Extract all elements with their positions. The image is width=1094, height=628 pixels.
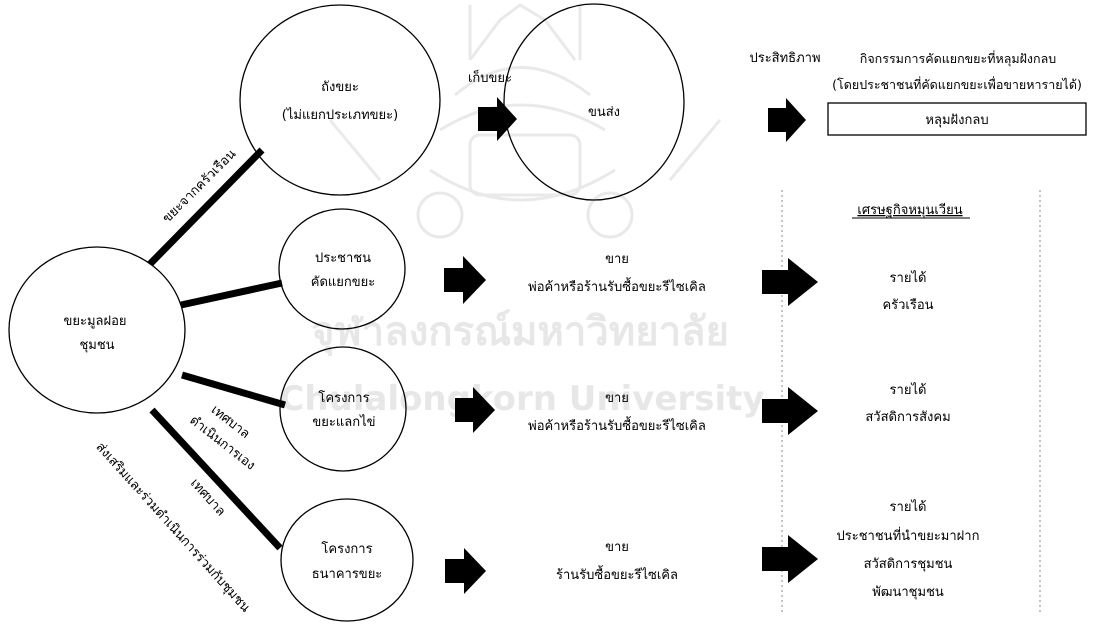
efficiency-label: ประสิทธิภาพ	[749, 51, 820, 66]
landfill-box	[827, 102, 1087, 136]
circular-economy-heading: เศรษฐกิจหมุนเวียน	[857, 202, 962, 218]
income-row1-line1: รายได้	[890, 270, 927, 286]
bank-project-label-line1: โครงการ	[321, 541, 372, 557]
landfill-box-label: หลุมฝังกลบ	[925, 113, 988, 128]
landfill-note-line2: (โดยประชาชนที่คัดแยกขยะเพื่อขายหารายได้)	[832, 76, 1082, 92]
egg-project-label-line2: ขยะแลกไข่	[312, 414, 375, 430]
people-sorting-node	[278, 208, 406, 330]
egg-project-label-line1: โครงการ	[318, 390, 369, 406]
arrow-egg-to-sale-icon	[455, 387, 495, 433]
connector-source-to-bin	[147, 147, 265, 267]
arrow-transport-to-landfill-icon	[768, 98, 806, 142]
sale-row2-line2: พ่อค้าหรือร้านรับซื้อขยะรีไซเคิล	[528, 416, 706, 434]
watermark-english-name: Chulalongkorn University	[279, 379, 764, 419]
arrow-sale1-to-income-icon	[762, 258, 818, 306]
collect-label: เก็บขยะ	[468, 68, 512, 86]
egg-project-node	[279, 346, 407, 472]
income-row1-line2: ครัวเรือน	[882, 297, 933, 313]
source-waste-node	[8, 246, 186, 414]
source-label-line1: ขยะมูลฝอย	[63, 314, 126, 329]
income-row3-line3: สวัสดิการชุมชน	[864, 557, 953, 572]
arrow-sale3-to-income-icon	[762, 535, 818, 583]
bank-project-label-line2: ธนาคารขยะ	[312, 567, 383, 582]
transport-node	[503, 3, 685, 201]
waste-bin-node	[239, 4, 441, 196]
bin-label-line2: (ไม่แยกประเภทขยะ)	[282, 107, 398, 123]
sale-row2-line1: ขาย	[605, 391, 629, 406]
arrow-sale2-to-income-icon	[762, 387, 818, 435]
university-seal-watermark-icon	[328, 3, 722, 239]
arrow-bin-to-transport-icon	[478, 97, 517, 141]
income-row3-line2: ประชาชนที่นำขยะมาฝาก	[837, 527, 980, 544]
income-row2-line2: สวัสดิการสังคม	[865, 410, 950, 425]
income-row3-line1: รายได้	[890, 499, 927, 515]
connector-source-to-people	[180, 279, 283, 309]
landfill-note-line1: กิจกรรมการคัดแยกขยะที่หลุมฝังกลบ	[860, 50, 1056, 67]
arrow-bank-to-sale-icon	[445, 548, 486, 594]
sale-row3-line1: ขาย	[605, 540, 629, 555]
income-row3-line4: พัฒนาชุมชน	[872, 585, 944, 600]
watermark-thai-name: จุฬาลงกรณ์มหาวิทยาลัย	[311, 309, 729, 357]
income-row2-line1: รายได้	[890, 382, 927, 398]
bin-label-line1: ถังขยะ	[321, 80, 359, 95]
connector-source-to-bank-project	[149, 407, 283, 551]
people-sorting-label-line1: ประชาชน	[315, 251, 371, 266]
university-watermark: จุฬาลงกรณ์มหาวิทยาลัย Chulalongkorn Univ…	[279, 3, 765, 419]
arrow-people-to-sale-icon	[444, 256, 486, 304]
sale-row1-line1: ขาย	[605, 252, 629, 267]
municipality-promote-label-line2: ส่งเสริมและร่วมดำเนินการร่วมกับชุมชน	[93, 440, 253, 616]
source-label-line2: ชุมชน	[79, 338, 114, 353]
sale-row3-line2: ร้านรับซื้อขยะรีไซเคิล	[556, 565, 678, 583]
connector-source-to-egg-project	[181, 371, 286, 409]
transport-label: ขนส่ง	[588, 105, 620, 120]
bank-project-node	[280, 498, 414, 622]
sale-row1-line2: พ่อค้าหรือร้านรับซื้อขยะรีไซเคิล	[528, 277, 706, 295]
people-sorting-label-line2: คัดแยกขยะ	[311, 275, 376, 290]
